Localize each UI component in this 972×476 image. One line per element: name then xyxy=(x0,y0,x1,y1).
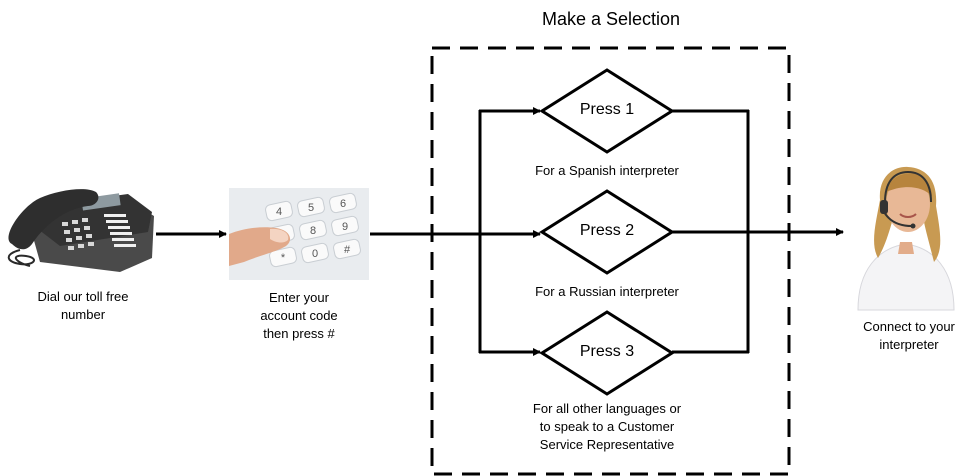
press-1-label: Press 1 xyxy=(579,101,635,118)
press-1-diamond xyxy=(539,68,675,154)
key-label: 0 xyxy=(312,248,318,260)
diagram-title: Make a Selection xyxy=(541,9,681,29)
press-3-diamond xyxy=(539,310,675,396)
option-2-description: For a Russian interpreter xyxy=(535,284,679,299)
press-2-diamond xyxy=(539,189,675,275)
option-1-description: For a Spanish interpreter xyxy=(535,163,679,178)
desk-phone-icon xyxy=(7,189,154,272)
key-label: 9 xyxy=(342,221,348,233)
press-3-label: Press 3 xyxy=(579,343,635,360)
key-label: 4 xyxy=(276,206,282,218)
option-3-description: For all other languages or to speak to a… xyxy=(532,401,682,452)
press-2-label: Press 2 xyxy=(579,222,635,239)
keypad-finger-icon: 4 5 6 7 8 9 * 0 # xyxy=(229,188,369,280)
operator-headset-icon xyxy=(857,166,955,311)
selection-box xyxy=(430,46,791,476)
step-connect-label: Connect to your interpreter xyxy=(863,319,955,352)
key-label: 8 xyxy=(310,225,316,237)
step-dial-label: Dial our toll free number xyxy=(37,289,129,322)
key-label: 5 xyxy=(308,202,314,214)
key-label: * xyxy=(281,252,286,264)
key-label: # xyxy=(344,244,351,256)
step-enter-code-label: Enter your account code then press # xyxy=(260,290,338,341)
key-label: 6 xyxy=(340,198,346,210)
